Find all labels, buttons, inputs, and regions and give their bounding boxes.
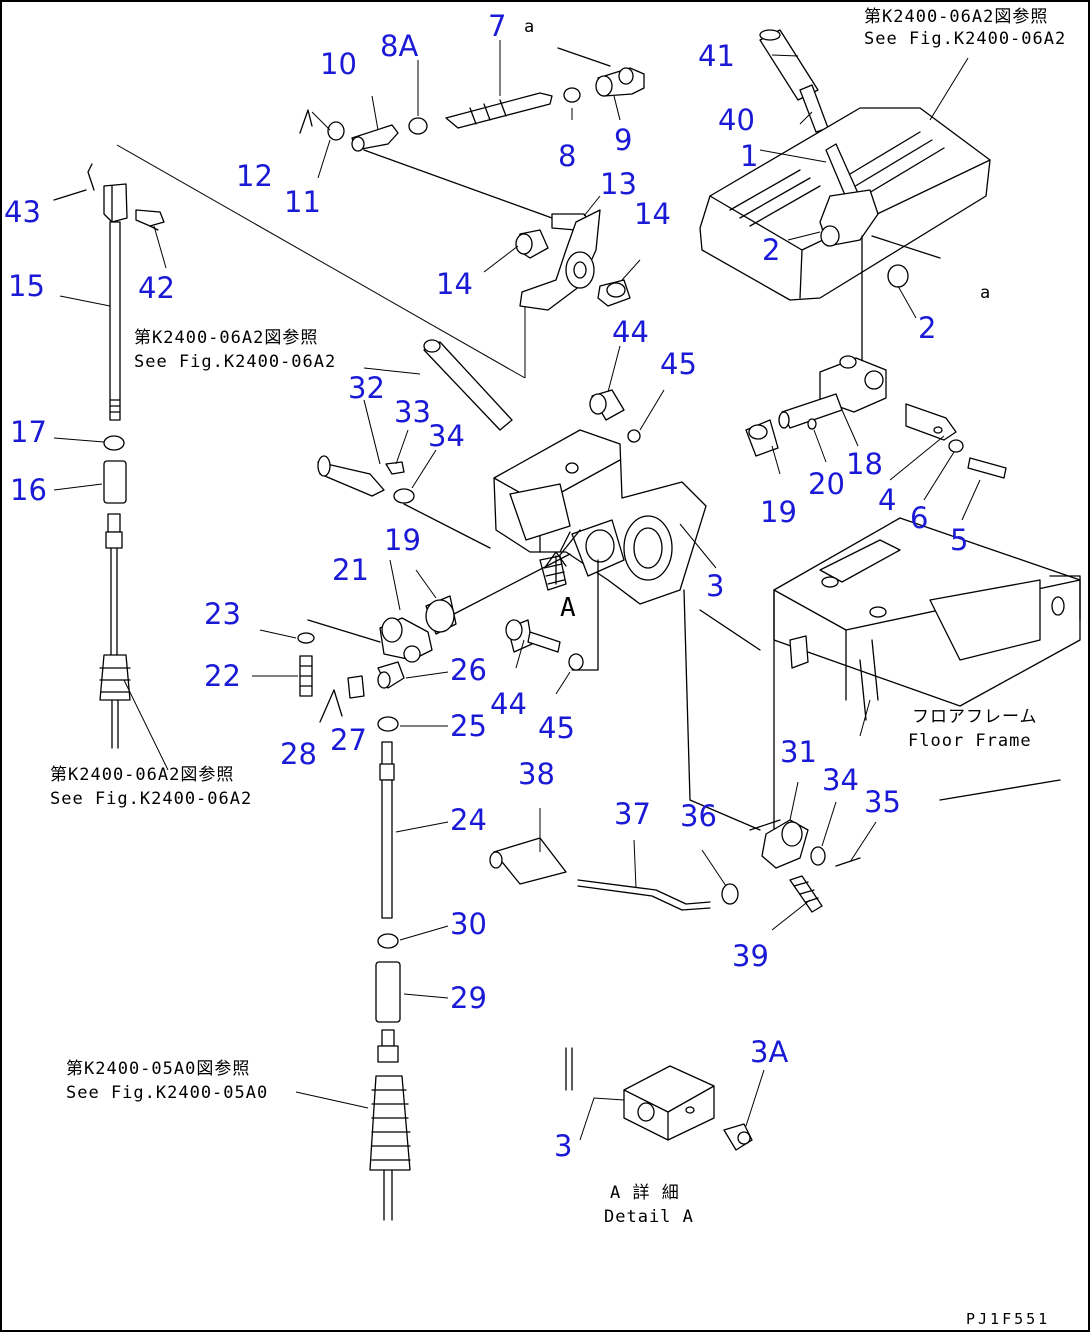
lower-linkage: [489, 819, 861, 913]
callout-14-left: 14: [436, 267, 473, 301]
callout-29: 29: [450, 981, 487, 1015]
lever-21: [297, 553, 571, 723]
ref-note-bottom-jp: 第K2400-05A0図参照: [66, 1059, 250, 1079]
ref-note-left-jp: 第K2400-06A2図参照: [50, 765, 234, 785]
rod-15: [53, 163, 165, 421]
callout-34-left: 34: [428, 419, 465, 453]
bracket-13: [515, 209, 631, 311]
callout-11: 11: [284, 185, 321, 219]
callout-27: 27: [330, 723, 367, 757]
callout-39: 39: [732, 939, 769, 973]
bracket-3: [493, 429, 761, 801]
view-mark-a-right: a: [980, 283, 991, 303]
bolt-44-upper: [589, 389, 641, 443]
callout-9: 9: [614, 123, 632, 157]
callout-23: 23: [204, 597, 241, 631]
ref-note-left-en: See Fig.K2400-06A2: [50, 789, 252, 809]
ref-note-bottom-en: See Fig.K2400-05A0: [66, 1083, 268, 1103]
detail-a: [565, 1047, 753, 1151]
callout-24: 24: [450, 803, 487, 837]
callout-35: 35: [864, 785, 901, 819]
pin-32: [317, 339, 513, 549]
drawing-code: PJ1F551: [966, 1310, 1050, 1328]
top-linkage: [299, 47, 645, 219]
callout-45-upper: 45: [660, 347, 697, 381]
callout-26: 26: [450, 653, 487, 687]
detail-a-label-jp: A 詳 細: [610, 1183, 680, 1203]
callout-3a: 3A: [750, 1035, 788, 1069]
callout-1: 1: [740, 139, 758, 173]
callout-14-right: 14: [634, 197, 671, 231]
console-top: [699, 29, 991, 371]
callout-10: 10: [320, 47, 357, 81]
line-art: [53, 29, 1081, 1221]
callout-32: 32: [348, 371, 385, 405]
callout-3-detail: 3: [554, 1129, 572, 1163]
callout-44-upper: 44: [612, 315, 649, 349]
callout-45-lower: 45: [538, 711, 575, 745]
callout-22: 22: [204, 659, 241, 693]
cable-left: [99, 435, 131, 749]
callout-31: 31: [780, 735, 817, 769]
callout-15: 15: [8, 269, 45, 303]
ref-note-mid-en: See Fig.K2400-06A2: [134, 352, 336, 372]
callout-13: 13: [600, 167, 637, 201]
floor-frame-label-en: Floor Frame: [908, 731, 1032, 751]
callout-37: 37: [614, 797, 651, 831]
callout-4: 4: [878, 483, 896, 517]
leader-lines: [53, 40, 981, 1141]
callout-12: 12: [236, 159, 273, 193]
callout-30: 30: [450, 907, 487, 941]
ref-note-top-jp: 第K2400-06A2図参照: [864, 7, 1048, 27]
detail-a-label-en: Detail A: [604, 1207, 694, 1227]
callout-36: 36: [680, 799, 717, 833]
ref-note-mid-jp: 第K2400-06A2図参照: [134, 328, 318, 348]
callout-8a: 8A: [380, 29, 418, 63]
rod-24: [369, 716, 411, 1221]
callout-43: 43: [4, 195, 41, 229]
callout-40: 40: [718, 103, 755, 137]
callout-19-left: 19: [384, 523, 421, 557]
block-18: [745, 355, 1007, 479]
callout-2-lower: 2: [918, 311, 936, 345]
callout-28: 28: [280, 737, 317, 771]
bolt-44-lower: [505, 619, 584, 671]
callout-34-right: 34: [822, 763, 859, 797]
callout-25: 25: [450, 709, 487, 743]
callout-17: 17: [10, 415, 47, 449]
callout-18: 18: [846, 447, 883, 481]
callout-20: 20: [808, 467, 845, 501]
notes: 第K2400-06A2図参照 See Fig.K2400-06A2 第K2400…: [50, 7, 1066, 1328]
callout-42: 42: [138, 271, 175, 305]
callout-38: 38: [518, 757, 555, 791]
callout-41: 41: [698, 39, 735, 73]
callout-19-right: 19: [760, 495, 797, 529]
view-mark-A: A: [560, 593, 577, 623]
callout-16: 16: [10, 473, 47, 507]
callout-2-upper: 2: [762, 233, 780, 267]
view-mark-a-top: a: [524, 17, 535, 37]
callout-8: 8: [558, 139, 576, 173]
callouts: 7 8A 10 12 11 43 42 15 8 9 13 14 14 41 4…: [4, 9, 968, 1163]
callout-44-lower: 44: [490, 687, 527, 721]
floor-frame: [689, 517, 1081, 831]
callout-7: 7: [488, 9, 506, 43]
ref-note-top-en: See Fig.K2400-06A2: [864, 29, 1066, 49]
floor-frame-label-jp: フロアフレーム: [912, 707, 1038, 727]
callout-33: 33: [394, 395, 431, 429]
callout-21: 21: [332, 553, 369, 587]
callout-5: 5: [950, 523, 968, 557]
callout-3: 3: [706, 569, 724, 603]
callout-6: 6: [910, 501, 928, 535]
view-arrow-a: [545, 531, 571, 585]
